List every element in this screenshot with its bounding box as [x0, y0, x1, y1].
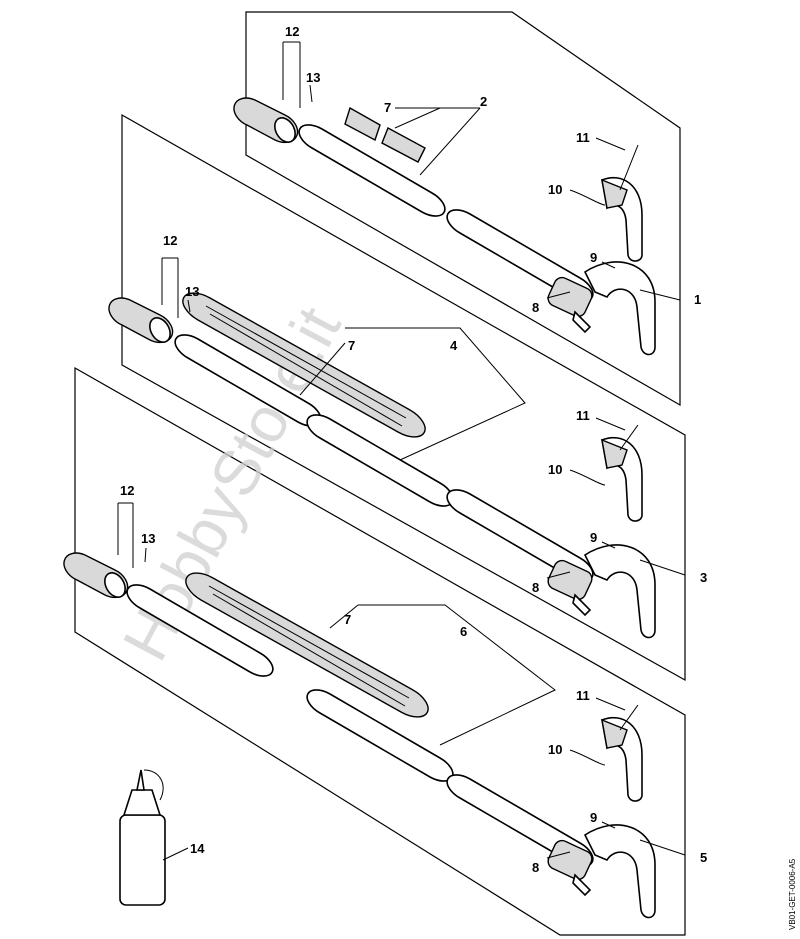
- callout-5: 5: [700, 850, 707, 865]
- callout-3: 3: [700, 570, 707, 585]
- callout-12: 12: [285, 24, 299, 39]
- kit-3-parts: [108, 292, 656, 639]
- callout-9: 9: [590, 250, 597, 265]
- callout-11: 11: [576, 130, 590, 145]
- frame-kit-1: [245, 11, 681, 407]
- callout-4: 4: [450, 338, 458, 353]
- callout-12: 12: [120, 483, 134, 498]
- callout-9: 9: [590, 810, 597, 825]
- callout-11: 11: [576, 688, 590, 703]
- callout-8: 8: [532, 300, 539, 315]
- callout-8: 8: [532, 580, 539, 595]
- callout-10: 10: [548, 742, 562, 757]
- leader-lines: [117, 41, 686, 861]
- callouts: 12 13 7 2 11 10 9 8 1 12 13 7 4 11 10 9 …: [120, 24, 707, 875]
- callout-14: 14: [190, 841, 205, 856]
- callout-6: 6: [460, 624, 467, 639]
- callout-12: 12: [163, 233, 177, 248]
- frame-kit-5: [74, 366, 686, 936]
- callout-8: 8: [532, 860, 539, 875]
- callout-10: 10: [548, 182, 562, 197]
- kit-1-parts: [233, 97, 656, 356]
- callout-11: 11: [576, 408, 590, 423]
- callout-10: 10: [548, 462, 562, 477]
- callout-9: 9: [590, 530, 597, 545]
- callout-13: 13: [185, 284, 199, 299]
- kit-5-parts: [63, 552, 656, 919]
- callout-1: 1: [694, 292, 701, 307]
- callout-13: 13: [141, 531, 155, 546]
- grease-bottle: [119, 769, 166, 906]
- callout-2: 2: [480, 94, 487, 109]
- callout-7: 7: [348, 338, 355, 353]
- callout-13: 13: [306, 70, 320, 85]
- callout-7: 7: [344, 612, 351, 627]
- callout-7: 7: [384, 100, 391, 115]
- drawing-code: VB01-GET-0006-A5: [788, 858, 797, 930]
